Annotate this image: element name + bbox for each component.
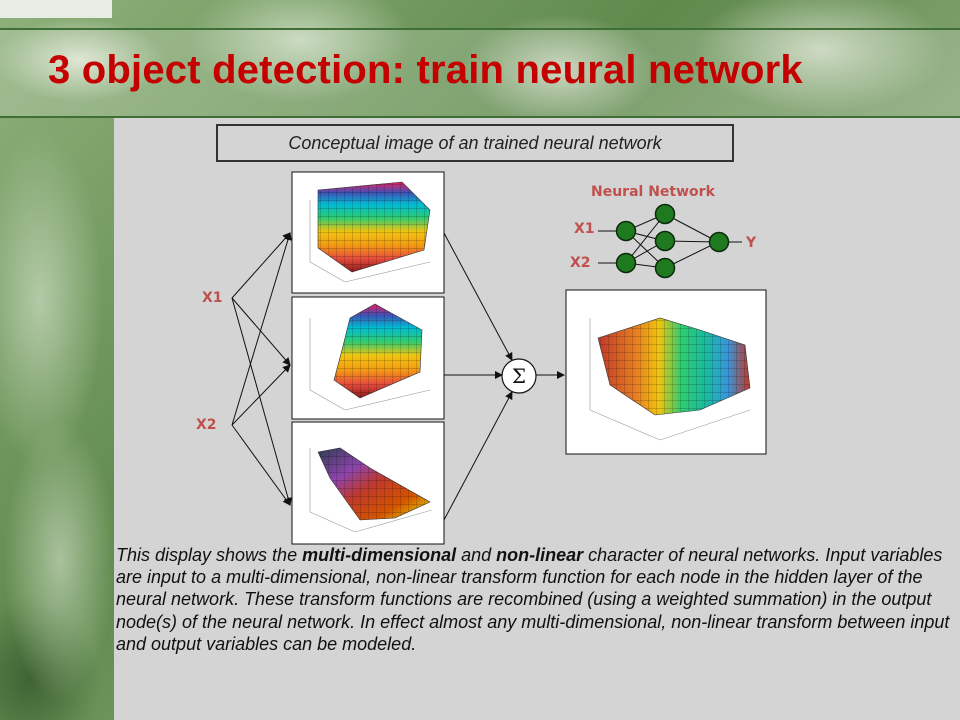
input-label-x2: X2: [196, 417, 217, 433]
summation-node: Σ: [501, 358, 537, 394]
desc-part-2: and: [456, 545, 497, 565]
hidden-node-plot-3: [291, 421, 445, 545]
description-text: This display shows the multi-dimensional…: [116, 544, 956, 655]
hidden-node-1: [654, 203, 676, 225]
corner-strip: [0, 0, 112, 18]
title-bar: [0, 28, 960, 118]
sum-arrows: [443, 232, 565, 521]
output-plot: [565, 289, 767, 455]
network-output-y: Y: [745, 235, 757, 251]
input-label-x1: X1: [202, 290, 223, 306]
hidden-node-3: [654, 257, 676, 279]
network-input-x2: X2: [570, 255, 591, 271]
caption-box: Conceptual image of an trained neural ne…: [216, 124, 734, 162]
hidden-node-plot-2: [291, 296, 445, 420]
network-input-x1: X1: [574, 221, 595, 237]
output-node: [708, 231, 730, 253]
desc-bold-1: multi-dimensional: [302, 545, 457, 565]
sigma-symbol: Σ: [512, 364, 526, 388]
mini-neural-network: Neural Network X1 X2 Y: [570, 184, 757, 279]
input-node-2: [615, 252, 637, 274]
input-node-1: [615, 220, 637, 242]
hidden-node-2: [654, 230, 676, 252]
desc-bold-2: non-linear: [496, 545, 584, 565]
input-arrows: [231, 232, 292, 506]
hidden-node-plot-1: [291, 171, 445, 294]
content-panel: [114, 118, 960, 720]
slide-title: 3 object detection: train neural network: [48, 48, 803, 92]
desc-part-3: character of neural networks. Input vari…: [116, 545, 950, 654]
network-title: Neural Network: [591, 184, 716, 200]
desc-part-1: This display shows the: [116, 545, 303, 565]
